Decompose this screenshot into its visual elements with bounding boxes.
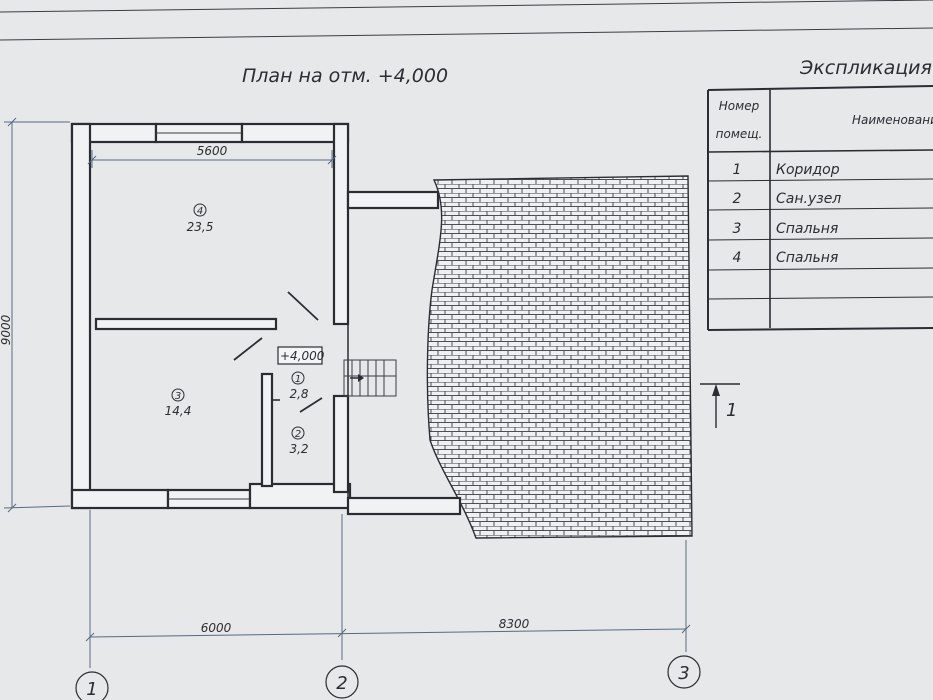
door-leaf-room4 bbox=[287, 291, 319, 321]
room-number: 1 bbox=[295, 374, 301, 385]
dimension-bottom: 6000 8300 bbox=[85, 617, 691, 642]
svg-text:2: 2 bbox=[336, 673, 347, 694]
room-area: 14,4 bbox=[165, 404, 192, 418]
table-row-name: Сан.узел bbox=[776, 191, 841, 207]
table-header-num-2: помещ. bbox=[716, 127, 763, 141]
room-label-3: 3 14,4 bbox=[165, 388, 192, 418]
svg-text:8300: 8300 bbox=[499, 617, 530, 631]
door-leaf-room3 bbox=[233, 337, 263, 361]
axis-bubble-3: 3 bbox=[667, 655, 701, 689]
dimension-left-total: 9000 bbox=[0, 117, 71, 513]
level-mark-box bbox=[277, 346, 323, 365]
frame-line-top bbox=[0, 0, 933, 13]
room-number: 4 bbox=[197, 206, 203, 217]
explication-title: Экспликация п bbox=[799, 57, 933, 79]
stairs bbox=[343, 359, 397, 397]
explication-table: Номер помещ. Наименование 1 Коридор 2 Са… bbox=[707, 85, 933, 331]
axis-bubble-2: 2 bbox=[325, 665, 359, 699]
svg-text:1: 1 bbox=[86, 679, 97, 700]
room-label-2: 2 3,2 bbox=[289, 426, 309, 456]
room-area: 23,5 bbox=[187, 220, 214, 234]
room-number: 3 bbox=[175, 391, 181, 402]
dimension-inner-top: 5600 bbox=[87, 144, 337, 168]
table-header-num-1: Номер bbox=[719, 99, 760, 113]
svg-text:9000: 9000 bbox=[0, 314, 13, 345]
room-area: 2,8 bbox=[289, 387, 308, 401]
table-row-name: Коридор bbox=[776, 162, 840, 178]
plan-title: План на отм. +4,000 bbox=[242, 65, 448, 87]
table-row-name: Спальня bbox=[776, 250, 838, 266]
svg-text:1: 1 bbox=[726, 400, 737, 421]
section-mark: 1 bbox=[700, 383, 740, 428]
walls bbox=[70, 122, 462, 516]
table-row-num: 3 bbox=[733, 221, 742, 237]
svg-text:5600: 5600 bbox=[197, 144, 228, 158]
axis-bubble-1: 1 bbox=[75, 671, 109, 700]
svg-text:6000: 6000 bbox=[201, 621, 232, 635]
table-header-name: Наименование bbox=[852, 113, 933, 127]
room-label-1: 1 2,8 bbox=[289, 371, 309, 401]
room-label-4: 4 23,5 bbox=[187, 203, 214, 234]
svg-text:3: 3 bbox=[678, 663, 689, 684]
frame-line-second bbox=[0, 27, 933, 41]
table-row-num: 2 bbox=[733, 191, 742, 207]
roof-tile-area bbox=[426, 175, 693, 539]
table-row-name: Спальня bbox=[776, 221, 838, 237]
level-mark: +4,000 bbox=[280, 349, 325, 363]
table-row-num: 4 bbox=[733, 250, 742, 266]
room-number: 2 bbox=[295, 429, 301, 440]
room-area: 3,2 bbox=[289, 442, 308, 456]
door-leaf-room2 bbox=[299, 397, 323, 413]
table-row-num: 1 bbox=[733, 162, 742, 178]
